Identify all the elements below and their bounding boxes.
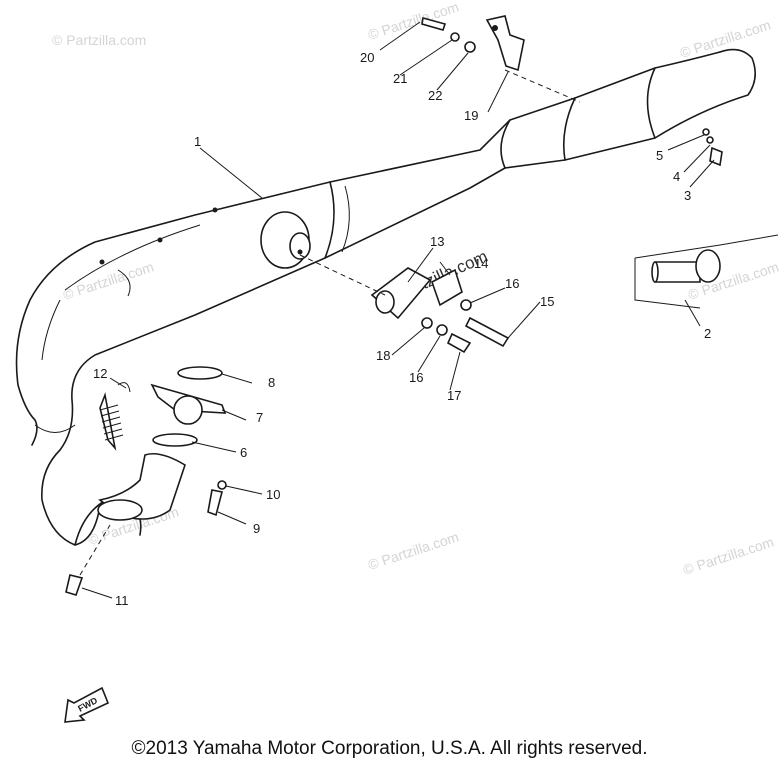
joint-part-8 xyxy=(177,366,223,380)
watermark: © Partzilla.com xyxy=(366,528,461,572)
watermark: © Partzilla.com xyxy=(366,0,461,43)
callout-labels: 1 2 3 4 5 6 7 8 9 10 11 12 13 14 15 16 1… xyxy=(93,50,711,608)
washer-part-22 xyxy=(464,41,476,53)
callout-8: 8 xyxy=(268,375,275,390)
callout-15: 15 xyxy=(540,294,554,309)
callout-9: 9 xyxy=(253,521,260,536)
forward-direction-arrow: FWD xyxy=(64,686,110,723)
top-bracket-hardware xyxy=(421,15,581,103)
bolt-part-2 xyxy=(654,261,701,283)
callout-4: 4 xyxy=(673,169,680,184)
bracket-hardware xyxy=(299,254,510,354)
watermark: © Partzilla.com xyxy=(52,32,146,48)
washer-part-10 xyxy=(217,480,227,490)
bolt-part-20 xyxy=(421,16,447,31)
callout-22: 22 xyxy=(428,88,442,103)
nut-part-18 xyxy=(421,317,433,329)
callout-16: 16 xyxy=(409,370,423,385)
bolt-part-9 xyxy=(207,489,223,517)
exhaust-pipe-muffler xyxy=(15,48,756,546)
leader-lines xyxy=(81,21,715,599)
callout-11: 11 xyxy=(115,593,129,608)
exhaust-joint-set xyxy=(65,366,227,596)
callout-20: 20 xyxy=(360,50,374,65)
damper-part-14 xyxy=(431,268,463,307)
bracket-part-19 xyxy=(485,15,525,72)
bolt-part-15 xyxy=(464,316,510,348)
callout-1: 1 xyxy=(194,134,201,149)
washer-part-16a xyxy=(460,299,472,311)
callout-10: 10 xyxy=(266,487,280,502)
callout-6: 6 xyxy=(240,445,247,460)
copyright-notice: ©2013 Yamaha Motor Corporation, U.S.A. A… xyxy=(131,738,648,759)
callout-14: 14 xyxy=(474,256,488,271)
callout-5: 5 xyxy=(656,148,663,163)
washer-part-16b xyxy=(436,324,448,336)
callout-18: 18 xyxy=(376,348,390,363)
callout-16: 16 xyxy=(505,276,519,291)
watermark: © Partzilla.com xyxy=(61,258,156,302)
callout-13: 13 xyxy=(430,234,444,249)
callout-12: 12 xyxy=(93,366,107,381)
callout-17: 17 xyxy=(447,388,461,403)
watermark: © Partzilla.com xyxy=(678,16,773,60)
nut-part-5 xyxy=(702,128,710,136)
watermark: © Partzilla.com xyxy=(681,533,776,577)
callout-2: 2 xyxy=(704,326,711,341)
callout-21: 21 xyxy=(393,71,407,86)
collar-part-17 xyxy=(446,332,472,354)
callout-19: 19 xyxy=(464,108,478,123)
gasket-part-6 xyxy=(152,433,198,447)
bolt-part-11 xyxy=(65,574,84,596)
mount-bolt-hardware xyxy=(634,128,779,309)
spring-part-12 xyxy=(99,392,117,451)
washer-part-21 xyxy=(450,32,460,42)
callout-3: 3 xyxy=(684,188,691,203)
callout-7: 7 xyxy=(256,410,263,425)
washer-part-4 xyxy=(706,136,714,144)
